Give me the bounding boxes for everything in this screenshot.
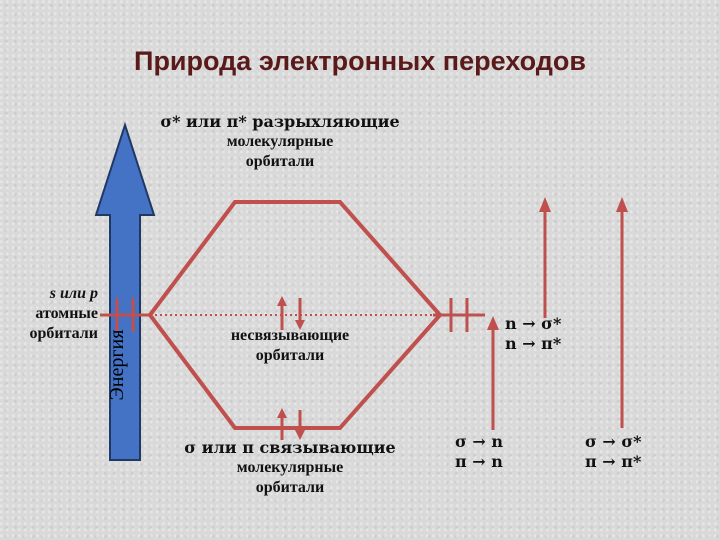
atomic-orbitals-label: s или p атомные орбитали — [29, 285, 98, 342]
slide-title: Природа электронных переходов — [134, 46, 586, 76]
nonbonding-electron-pair — [277, 296, 305, 330]
energy-arrow — [94, 121, 156, 461]
n-transitions-label: n → σ* n → π* — [505, 314, 562, 353]
nonbonding-label: несвязывающие орбитали — [230, 327, 350, 364]
transition-arrows — [487, 197, 628, 430]
bonding-electron-pair — [277, 408, 305, 440]
bonding-connector — [148, 313, 442, 430]
right-atomic-electrons — [433, 298, 485, 332]
to-n-transitions-label: σ → n π → n — [455, 432, 503, 471]
antibonding-connector — [148, 200, 442, 317]
star-transitions-label: σ → σ* π → π* — [585, 432, 642, 471]
left-atomic-electrons — [100, 298, 150, 332]
bonding-label: σ или π связывающие молекулярные орбитал… — [184, 438, 396, 496]
antibonding-label: σ* или π* разрыхляющие молекулярные орби… — [160, 112, 400, 170]
